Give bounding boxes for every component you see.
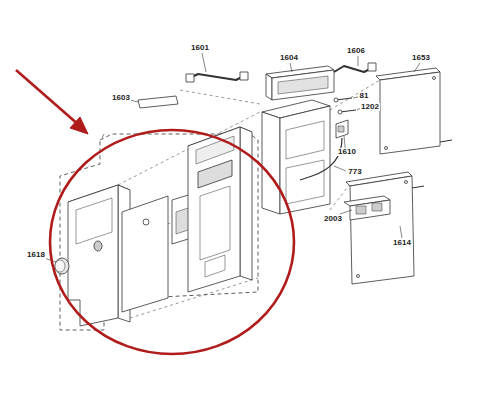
screw [336, 98, 352, 100]
vent-slots [196, 136, 234, 164]
relay-contact [372, 203, 382, 211]
screw [412, 186, 424, 188]
screw [440, 140, 452, 142]
circuit-board [380, 72, 440, 154]
membrane-sheet [122, 196, 168, 312]
screw-head [334, 98, 338, 102]
frame-side [262, 112, 280, 214]
frame-cutout [286, 121, 324, 159]
screw [340, 110, 356, 112]
relay-contact [356, 206, 366, 214]
knob-face [55, 260, 65, 272]
leader-lines [44, 53, 420, 262]
screw-head [338, 110, 342, 114]
callout-number: 1202 [360, 103, 380, 111]
insulation-sheet [138, 96, 178, 108]
callout-number: 773 [347, 168, 362, 176]
arrow-head [70, 117, 88, 134]
switch-body [338, 126, 344, 132]
callout-number: 1604 [279, 54, 299, 62]
highlight [16, 70, 294, 354]
mount-hole [433, 77, 436, 80]
frame-cutout [286, 160, 324, 204]
callout-number: 1614 [392, 239, 412, 247]
highlight-arrow [16, 70, 80, 126]
wire-harness [334, 66, 372, 72]
wire-lead [300, 138, 342, 180]
callout-number: 1603 [111, 94, 131, 102]
switch [336, 120, 348, 138]
callout-number: 1653 [411, 54, 431, 62]
connector [240, 72, 248, 80]
relay-block [350, 200, 390, 220]
connector [186, 74, 194, 82]
callout-number: 1610 [337, 148, 357, 156]
membrane-hole [143, 219, 149, 225]
callout-number: 1601 [190, 44, 210, 52]
keypad-area [200, 186, 230, 260]
callout-number: 1618 [26, 251, 46, 259]
connector [368, 63, 376, 71]
wire-harness [190, 74, 244, 80]
knob [55, 258, 69, 274]
callout-number: 1606 [346, 47, 366, 55]
control-board [188, 127, 240, 292]
mount-hole [385, 147, 388, 150]
display-side [266, 74, 272, 100]
front-window [76, 198, 112, 244]
callout-number: 81 [359, 92, 370, 100]
power-board [350, 176, 414, 284]
display-glass [278, 76, 328, 94]
start-key [205, 255, 225, 277]
highlight-ellipse [50, 130, 294, 354]
display-module [272, 70, 334, 100]
display-window [198, 160, 232, 188]
callout-number: 2003 [323, 215, 343, 223]
mount-hole [357, 275, 360, 278]
mount-hole [405, 181, 408, 184]
front-panel [68, 185, 118, 326]
metal-frame [280, 106, 330, 214]
knob-shaft [94, 241, 102, 251]
